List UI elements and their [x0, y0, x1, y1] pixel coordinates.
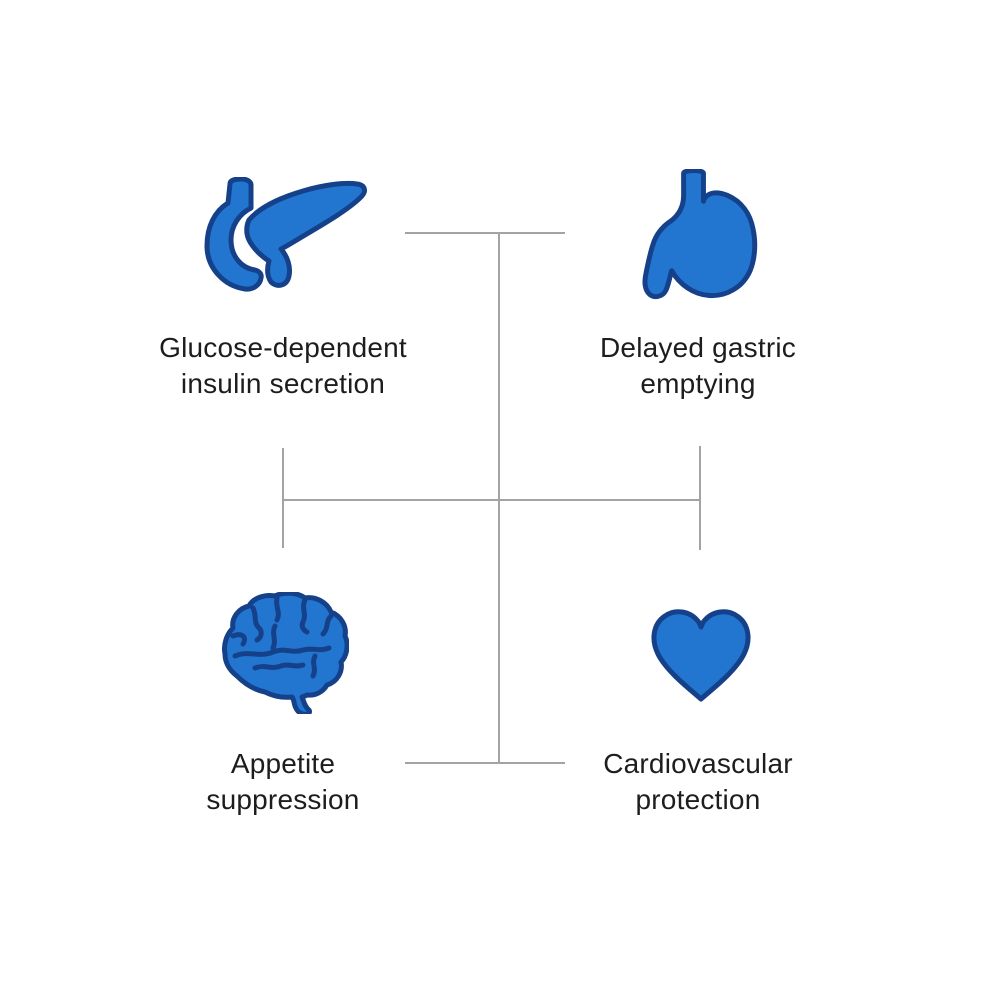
pancreas-icon — [204, 177, 367, 292]
stomach-icon — [642, 169, 758, 300]
brain-icon — [222, 592, 349, 714]
node-label-pancreas: Glucose-dependent insulin secretion — [159, 332, 407, 399]
node-label-heart: Cardiovascular protection — [603, 748, 793, 815]
node-label-stomach: Delayed gastric emptying — [600, 332, 796, 399]
node-label-brain: Appetite suppression — [206, 748, 360, 815]
heart-icon — [651, 609, 751, 702]
